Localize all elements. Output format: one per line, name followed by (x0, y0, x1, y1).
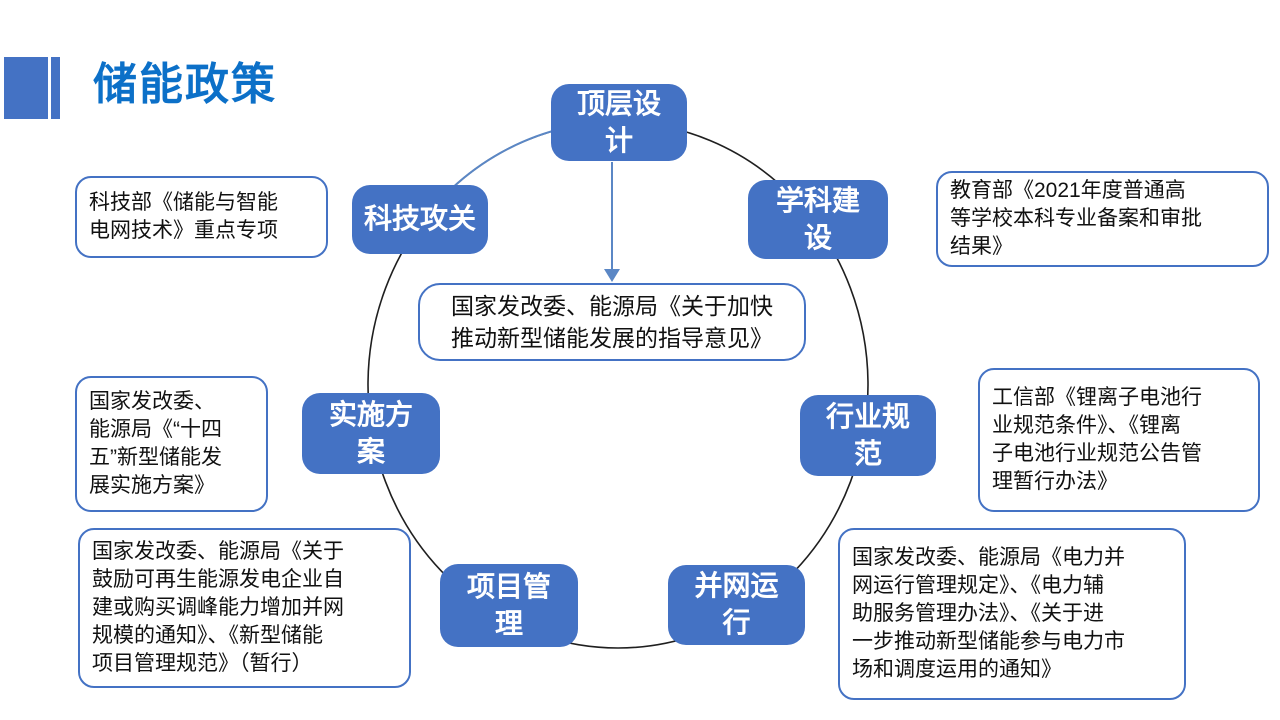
title-marker-bar-icon (51, 57, 60, 119)
callout-tech-ministry-program: 科技部《储能与智能 电网技术》重点专项 (75, 176, 328, 258)
node-grid-connected-operation: 并网运 行 (668, 565, 805, 645)
callout-miit-battery-standards: 工信部《锂离子电池行 业规范条件》、《锂离 子电池行业规范公告管 理暂行办法》 (978, 368, 1260, 512)
callout-grid-operation-policies: 国家发改委、能源局《电力并 网运行管理规定》、《电力辅 助服务管理办法》、《关于… (838, 528, 1186, 700)
page-title: 储能政策 (93, 60, 277, 109)
callout-implementation-plan-policy: 国家发改委、 能源局《“十四 五”新型储能发 展实施方案》 (75, 376, 268, 512)
top-to-center-arrow-head (604, 269, 620, 282)
center-policy-note: 国家发改委、能源局《关于加快 推动新型储能发展的指导意见》 (418, 283, 806, 361)
node-discipline-construction: 学科建 设 (748, 180, 888, 259)
node-tech-research: 科技攻关 (352, 185, 488, 254)
node-industry-standards: 行业规 范 (800, 395, 936, 476)
callout-education-ministry-result: 教育部《2021年度普通高 等学校本科专业备案和审批 结果》 (936, 171, 1269, 267)
node-project-management: 项目管 理 (440, 564, 578, 647)
callout-project-management-policies: 国家发改委、能源局《关于 鼓励可再生能源发电企业自 建或购买调峰能力增加并网 规… (78, 528, 411, 688)
title-marker-square-icon (4, 57, 48, 119)
node-top-level-design: 顶层设 计 (551, 84, 687, 161)
node-implementation-plan: 实施方 案 (302, 393, 440, 474)
